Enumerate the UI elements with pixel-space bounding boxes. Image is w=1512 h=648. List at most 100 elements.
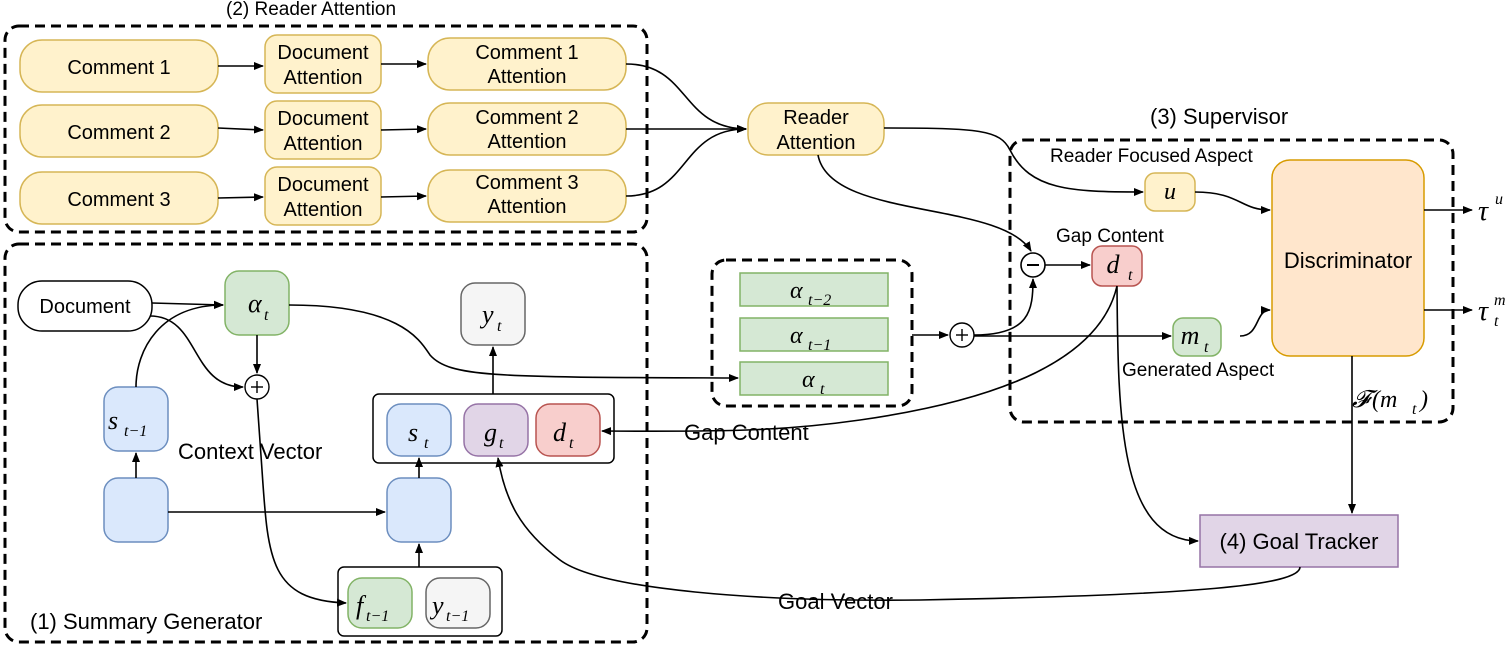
goal-vector-label: Goal Vector <box>778 589 893 614</box>
plus-operator-stack <box>949 322 975 348</box>
reader-attention-node: Reader Attention <box>747 102 885 156</box>
svg-text:d: d <box>553 418 567 447</box>
m-t-node: m t <box>1172 317 1222 357</box>
goal-tracker-node: (4) Goal Tracker <box>1199 514 1399 568</box>
comment-3-attention-node: Comment 3 Attention <box>427 169 627 223</box>
hidden-state-current-node <box>386 477 452 543</box>
svg-text:α: α <box>802 367 815 393</box>
supervisor-group-title: (3) Supervisor <box>1150 104 1288 129</box>
svg-text:(4) Goal Tracker: (4) Goal Tracker <box>1220 529 1379 554</box>
svg-text:t−1: t−1 <box>808 337 831 354</box>
svg-text:Attention: Attention <box>284 199 363 221</box>
tau-m-output: τ m t <box>1478 292 1506 330</box>
context-vector-label: Context Vector <box>178 439 322 464</box>
svg-text:t: t <box>1494 313 1499 330</box>
attention-history-group <box>710 258 914 408</box>
svg-text:τ: τ <box>1478 296 1489 327</box>
d-t-supervisor-node: d t <box>1091 245 1143 287</box>
svg-text:Comment 3: Comment 3 <box>475 172 578 194</box>
svg-text:Reader: Reader <box>783 107 849 129</box>
svg-text:t: t <box>497 318 502 335</box>
tau-u-output: τ u <box>1478 191 1503 227</box>
f-mt-label: 𝓕 (m t ) <box>1352 387 1428 418</box>
comment-1-label: Comment 1 <box>67 57 170 79</box>
s-t-node: s t <box>386 403 452 457</box>
svg-text:m: m <box>1494 292 1506 309</box>
svg-text:u: u <box>1495 191 1503 208</box>
svg-text:t: t <box>264 307 269 324</box>
svg-text:Attention: Attention <box>284 133 363 155</box>
svg-text:t: t <box>1128 267 1133 284</box>
svg-text:y: y <box>479 300 494 329</box>
supervisor-group <box>1008 138 1455 424</box>
document-attention-3-node: Document Attention <box>264 166 382 226</box>
svg-text:s: s <box>108 406 118 435</box>
svg-text:Document: Document <box>39 296 131 318</box>
svg-text:Attention: Attention <box>284 67 363 89</box>
gap-content-top-label: Gap Content <box>1056 226 1164 247</box>
alpha-t-stack-node: α t <box>739 361 889 398</box>
alpha-t-node: α t <box>224 270 290 336</box>
svg-text:Attention: Attention <box>488 66 567 88</box>
svg-text:d: d <box>1107 250 1121 279</box>
comment-2-attention-node: Comment 2 Attention <box>427 102 627 156</box>
plus-operator-context <box>244 374 270 400</box>
reader-attention-group-title: (2) Reader Attention <box>226 0 396 20</box>
comment-2-node: Comment 2 <box>19 104 219 158</box>
svg-text:f: f <box>356 591 367 620</box>
summary-generator-group-title: (1) Summary Generator <box>30 609 262 634</box>
svg-text:t: t <box>424 435 429 452</box>
svg-text:α: α <box>248 289 263 318</box>
y-t-node: y t <box>460 282 526 346</box>
document-attention-1-node: Document Attention <box>264 34 382 94</box>
comment-1-node: Comment 1 <box>19 39 219 93</box>
d-t-generator-node: d t <box>535 403 601 457</box>
comment-3-label: Comment 3 <box>67 189 170 211</box>
comment-2-label: Comment 2 <box>67 122 170 144</box>
svg-text:): ) <box>1418 387 1428 413</box>
svg-text:t−1: t−1 <box>446 608 469 625</box>
svg-text:Document: Document <box>277 174 369 196</box>
svg-text:t: t <box>1204 339 1209 356</box>
document-attention-2-node: Document Attention <box>264 100 382 160</box>
svg-text:t: t <box>499 435 504 452</box>
alpha-t-minus-2-node: α t−2 <box>739 272 889 309</box>
svg-text:g: g <box>484 418 497 447</box>
u-node: u <box>1144 172 1196 212</box>
f-t-minus-1-node: f t−1 <box>347 577 413 629</box>
hidden-state-prev-node <box>103 477 169 543</box>
svg-text:Attention: Attention <box>488 131 567 153</box>
minus-operator <box>1020 252 1046 278</box>
y-t-minus-1-node: y t−1 <box>425 577 491 629</box>
g-t-node: g t <box>463 403 529 457</box>
summary-generator-group <box>3 242 649 644</box>
svg-text:Attention: Attention <box>777 132 856 154</box>
svg-text:Comment 1: Comment 1 <box>475 42 578 64</box>
svg-text:t: t <box>569 435 574 452</box>
svg-text:Comment 2: Comment 2 <box>475 107 578 129</box>
svg-text:t−1: t−1 <box>124 423 147 440</box>
svg-text:Discriminator: Discriminator <box>1284 248 1412 273</box>
document-node: Document <box>17 280 153 332</box>
generated-aspect-label: Generated Aspect <box>1122 360 1275 381</box>
discriminator-node: Discriminator <box>1271 159 1425 357</box>
svg-text:t−1: t−1 <box>366 608 389 625</box>
svg-text:s: s <box>408 418 418 447</box>
svg-text:(m: (m <box>1372 387 1397 413</box>
s-t-minus-1-node: s t−1 <box>103 386 169 452</box>
svg-text:α: α <box>790 278 803 304</box>
svg-text:Document: Document <box>277 108 369 130</box>
svg-text:t−2: t−2 <box>808 292 831 309</box>
svg-text:t: t <box>1412 401 1417 418</box>
svg-text:Attention: Attention <box>488 196 567 218</box>
svg-text:Document: Document <box>277 42 369 64</box>
svg-text:τ: τ <box>1478 196 1489 227</box>
comment-3-node: Comment 3 <box>19 171 219 225</box>
svg-text:m: m <box>1181 321 1200 350</box>
alpha-t-minus-1-node: α t−1 <box>739 317 889 354</box>
svg-text:α: α <box>790 323 803 349</box>
svg-text:t: t <box>820 381 825 398</box>
gap-content-bottom-label: Gap Content <box>684 420 809 445</box>
reader-focused-aspect-label: Reader Focused Aspect <box>1050 146 1254 167</box>
